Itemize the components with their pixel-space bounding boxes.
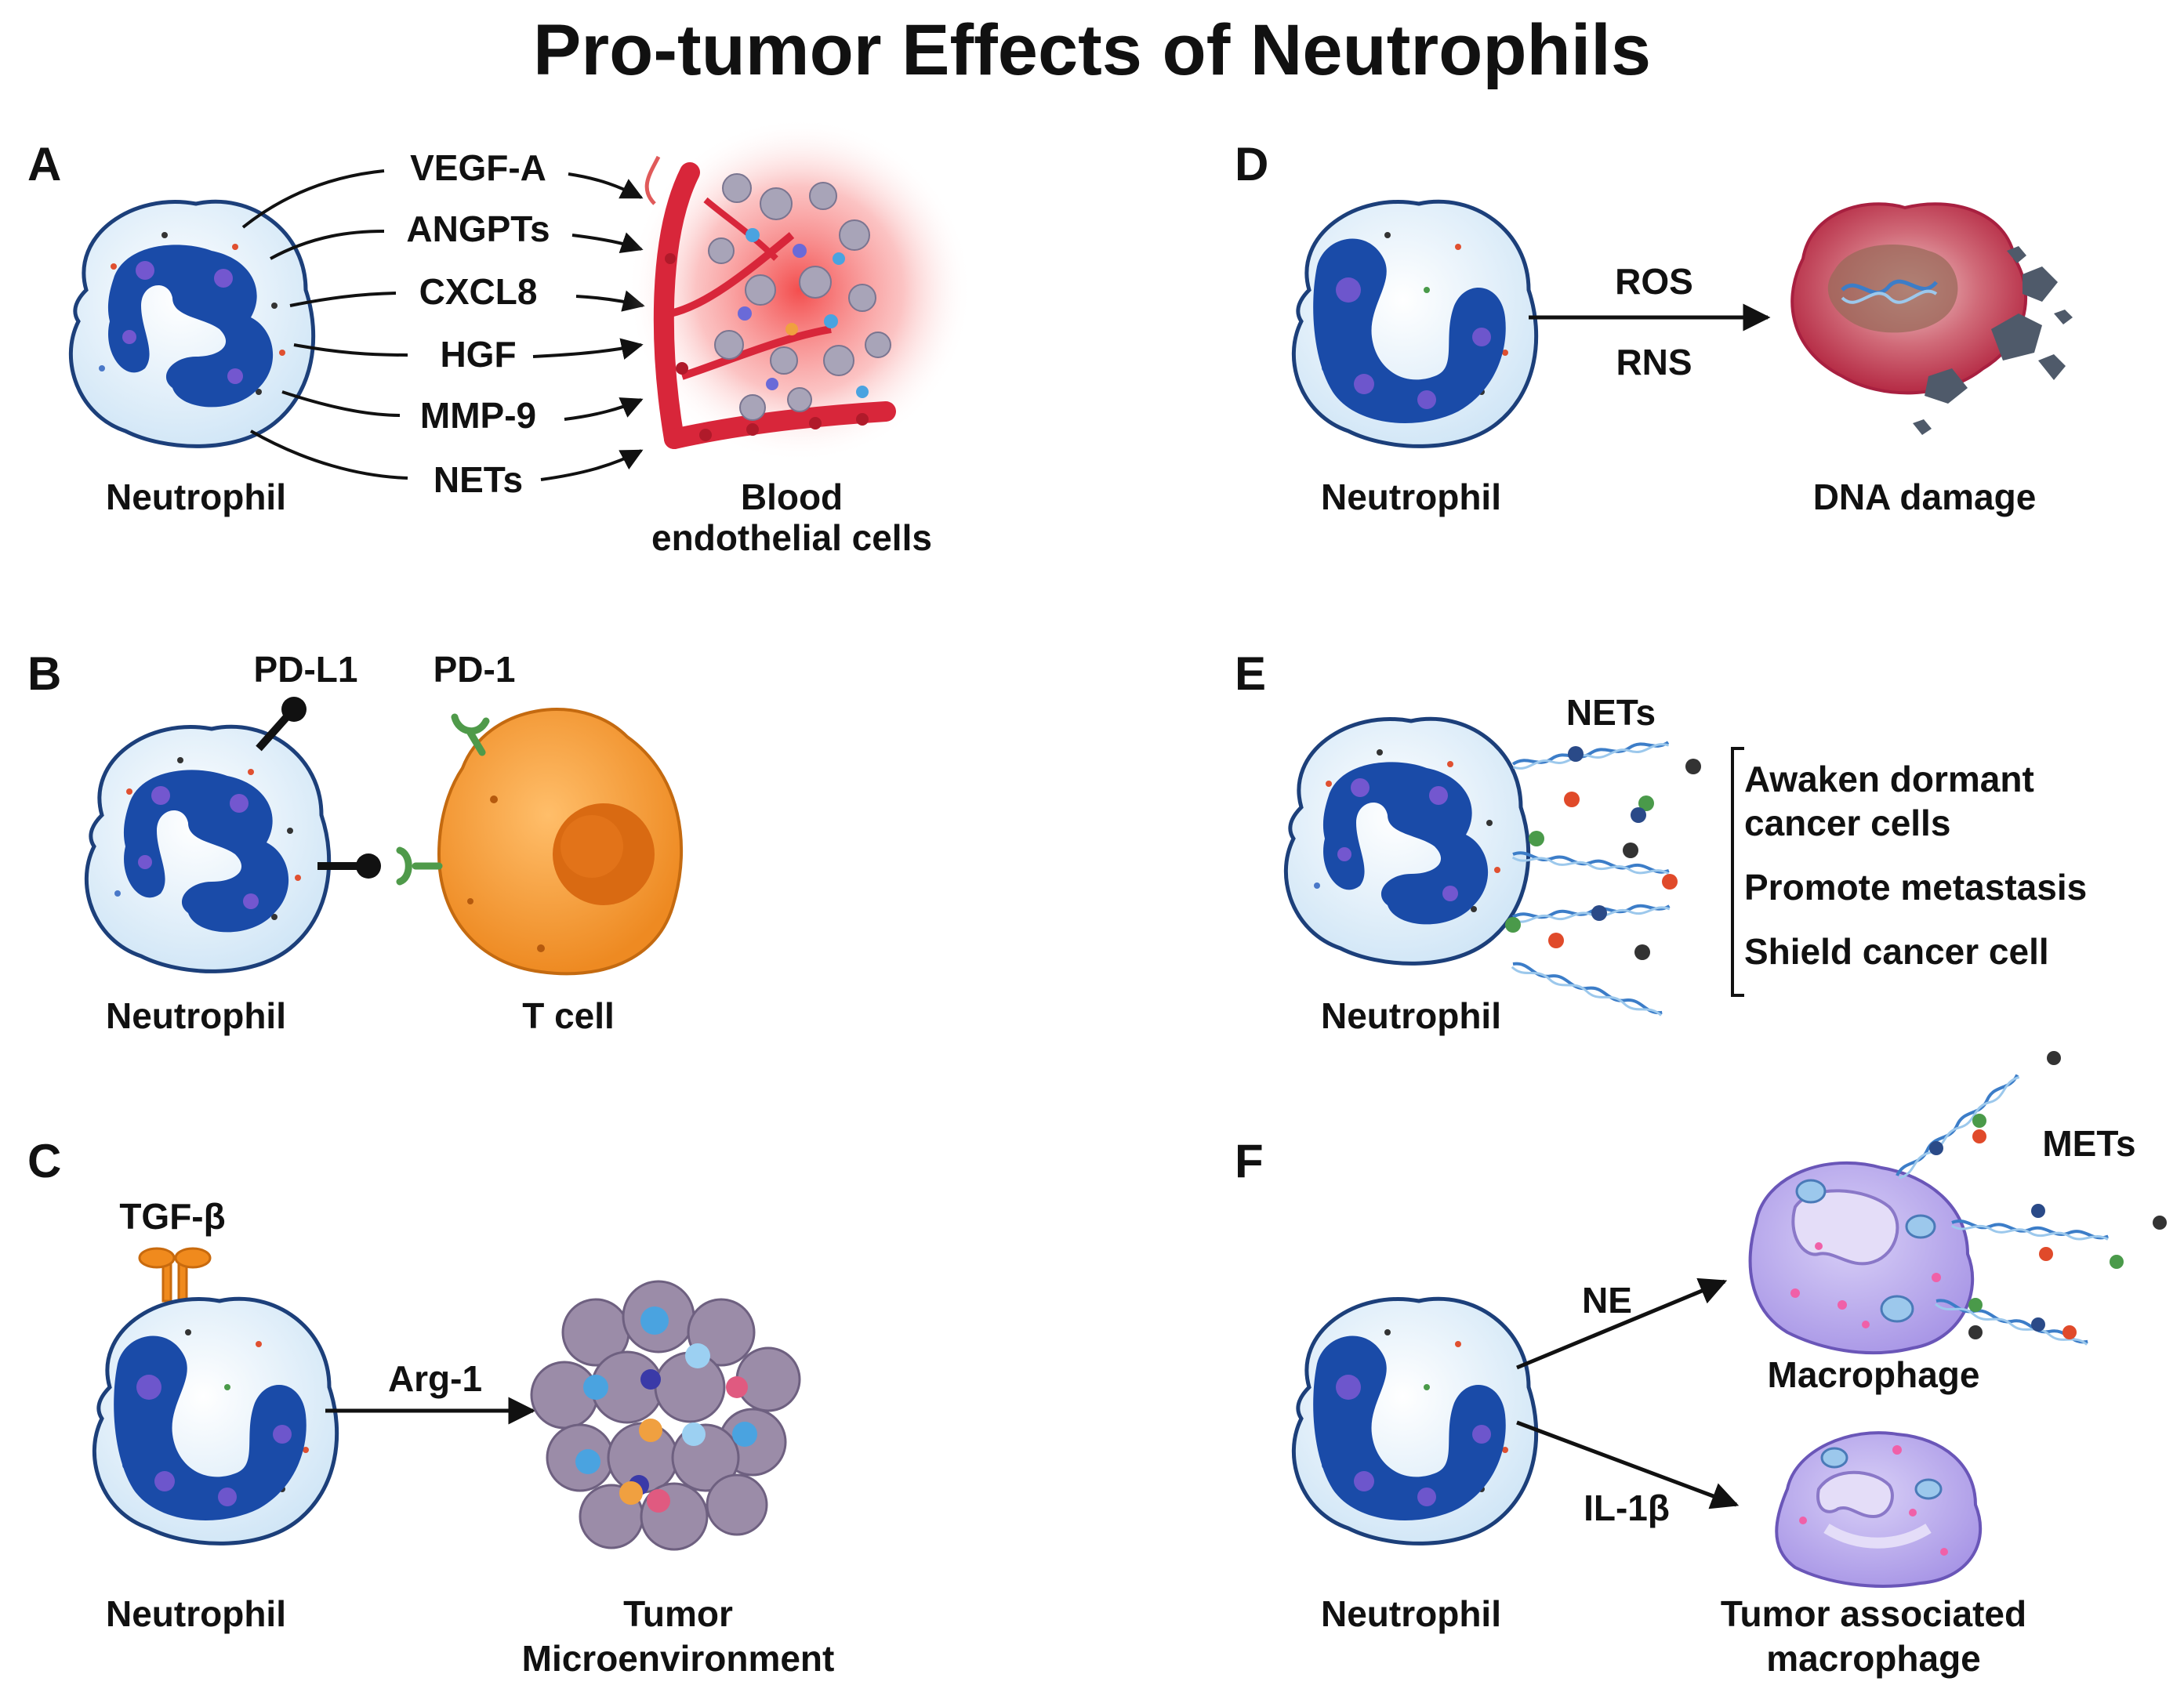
mediator-mmp-9: MMP-9 xyxy=(420,395,536,436)
neutrophil-cell-b xyxy=(86,727,328,971)
panel-d-letter: D xyxy=(1235,138,1268,190)
mediator-angpts: ANGPTs xyxy=(406,208,550,249)
neutrophil-cell-d xyxy=(1293,201,1536,446)
ne-arrow xyxy=(1516,1277,1728,1370)
panel-d-source-label: Neutrophil xyxy=(1321,477,1501,517)
panel-c: C TGF-β Arg-1 xyxy=(27,1135,834,1679)
neutrophil-cell-c xyxy=(94,1299,336,1543)
panel-c-target-label-2: Microenvironment xyxy=(522,1638,835,1679)
neutrophil-cell-f xyxy=(1293,1299,1536,1543)
pd-1-receptor-top xyxy=(451,713,490,756)
panel-b: B PD-L1 PD-1 Neutrophil T cel xyxy=(27,647,684,1036)
dna-damage-cell xyxy=(1790,202,2073,435)
blood-vessel-illustration xyxy=(627,118,972,462)
nets-label: NETs xyxy=(1566,692,1656,733)
mediator-nets: NETs xyxy=(434,459,523,500)
neutrophil-cell-e xyxy=(1286,719,1528,963)
ne-label: NE xyxy=(1582,1280,1632,1321)
tgf-beta-label: TGF-β xyxy=(119,1196,225,1237)
panel-a-letter: A xyxy=(27,138,61,190)
ros-label: ROS xyxy=(1615,261,1693,302)
effect-awaken-dormant: Awaken dormant xyxy=(1744,759,2034,799)
tumor-associated-macrophage-cell xyxy=(1775,1431,1983,1588)
mets-label: METs xyxy=(2042,1123,2135,1164)
mediator-vegf-a: VEGF-A xyxy=(410,147,546,188)
panel-a-source-label: Neutrophil xyxy=(106,477,286,517)
il-1b-label: IL-1β xyxy=(1584,1488,1670,1528)
mets-strands xyxy=(1894,1051,2167,1349)
macrophage-label: Macrophage xyxy=(1768,1354,1980,1395)
t-cell xyxy=(437,708,684,976)
panel-a-target-label-2: endothelial cells xyxy=(651,517,932,558)
tam-label-line-2: macrophage xyxy=(1766,1638,1981,1679)
nets-strands xyxy=(1505,738,1701,1020)
panel-e-source-label: Neutrophil xyxy=(1321,995,1501,1036)
panel-d-target-label: DNA damage xyxy=(1813,477,2037,517)
tumor-microenvironment-cluster xyxy=(530,1280,801,1551)
panel-f: F NE IL-1β xyxy=(1235,1051,2167,1679)
panel-e-letter: E xyxy=(1235,647,1266,700)
pd-l1-ligand-top xyxy=(256,710,293,752)
effect-cancer-cells: cancer cells xyxy=(1744,803,1950,843)
panel-a-target-label-1: Blood xyxy=(741,477,843,517)
panel-d: D ROS RNS Neutrophil DNA damage xyxy=(1235,138,2073,517)
mediator-cxcl8: CXCL8 xyxy=(419,271,538,312)
macrophage-cell xyxy=(1748,1161,1975,1355)
panel-f-letter: F xyxy=(1235,1135,1264,1187)
tgf-beta-receptor xyxy=(138,1247,212,1303)
pd-1-receptor-side xyxy=(396,846,443,886)
panel-c-letter: C xyxy=(27,1135,61,1187)
effects-bracket xyxy=(1731,747,1744,997)
rns-label: RNS xyxy=(1616,342,1692,382)
panel-b-letter: B xyxy=(27,647,61,700)
panel-e: E NETs Awaken dormant cancer ce xyxy=(1235,647,2087,1036)
mediator-hgf: HGF xyxy=(440,334,516,375)
pd-1-label: PD-1 xyxy=(434,649,516,690)
pd-l1-label: PD-L1 xyxy=(254,649,358,690)
neutrophil-cell-a xyxy=(71,201,313,446)
panel-b-source-label: Neutrophil xyxy=(106,995,286,1036)
arg-1-label: Arg-1 xyxy=(388,1358,482,1399)
effect-shield-cancer-cell: Shield cancer cell xyxy=(1744,931,2049,972)
panel-c-target-label-1: Tumor xyxy=(623,1593,733,1634)
panel-a: A Neutrophil VEGF-A ANGPTs CXCL8 HGF MMP… xyxy=(27,118,972,558)
tam-label-line-1: Tumor associated xyxy=(1721,1593,2026,1634)
panel-b-target-label: T cell xyxy=(522,995,615,1036)
il-1b-arrow xyxy=(1516,1420,1740,1509)
pd-l1-ligand-top-head xyxy=(281,697,307,722)
pd-l1-ligand-side-head xyxy=(356,853,381,879)
figure-title: Pro-tumor Effects of Neutrophils xyxy=(533,10,1651,90)
panel-c-source-label: Neutrophil xyxy=(106,1593,286,1634)
panel-f-source-label: Neutrophil xyxy=(1321,1593,1501,1634)
effect-promote-metastasis: Promote metastasis xyxy=(1744,867,2087,908)
